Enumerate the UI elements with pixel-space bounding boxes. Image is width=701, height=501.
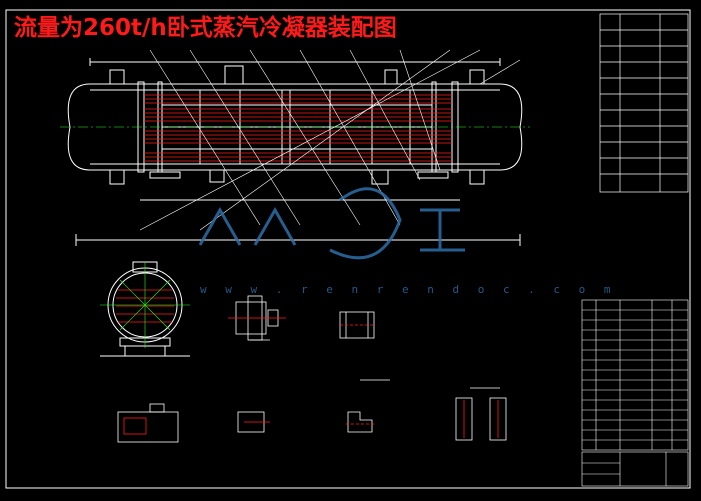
drawing-frame bbox=[5, 9, 691, 489]
detail-view-tube-sheet bbox=[339, 311, 375, 339]
tube-bundle bbox=[144, 94, 452, 162]
cross-section-centerlines bbox=[100, 262, 190, 348]
main-assembly-view bbox=[67, 58, 523, 246]
part-leaders bbox=[139, 49, 521, 231]
detail-view-support bbox=[117, 403, 179, 443]
title-block bbox=[581, 451, 689, 487]
technical-spec-table bbox=[599, 13, 689, 193]
circle-swoosh-icon bbox=[198, 187, 465, 260]
watermark-url: w w w . r e n r e n d o c . c o m bbox=[200, 283, 617, 296]
detail-view-weld-2 bbox=[346, 379, 390, 433]
drawing-title: 流量为260t/h卧式蒸汽冷凝器装配图 bbox=[14, 15, 397, 41]
detail-view-flange bbox=[228, 295, 286, 341]
detail-view-gasket bbox=[455, 387, 507, 441]
parts-list-table bbox=[581, 299, 689, 451]
detail-view-weld-1 bbox=[237, 411, 270, 433]
